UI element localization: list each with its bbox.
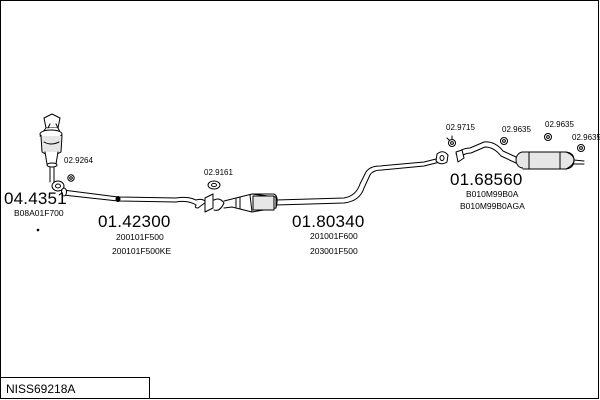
code-center-pipe-2: 203001F500 bbox=[310, 246, 358, 256]
gasket-02-9264-part bbox=[67, 174, 75, 182]
part-number-catalyst: 04.4351 bbox=[4, 189, 67, 208]
hanger-02-9635-c-part bbox=[577, 144, 585, 152]
reference-id-box: NISS69218A bbox=[0, 377, 150, 399]
clamp-02-9161-part bbox=[207, 180, 221, 190]
hanger-02-9635-a-part bbox=[500, 137, 508, 145]
code-front-pipe-2: 200101F500KE bbox=[112, 246, 172, 256]
flange-gasket-part bbox=[204, 193, 225, 213]
rear-silencer bbox=[455, 141, 585, 170]
code-front-pipe-1: 200101F500 bbox=[116, 232, 164, 242]
hardware-label-02-9161: 02.9161 bbox=[204, 168, 233, 177]
hanger-02-9715-part bbox=[446, 135, 456, 147]
marker-dot bbox=[36, 228, 40, 232]
center-pipe bbox=[223, 157, 441, 212]
catalytic-converter bbox=[39, 113, 65, 192]
hanger-02-9635-b-part bbox=[544, 133, 552, 141]
code-catalyst-1: B08A01F700 bbox=[14, 208, 64, 218]
reference-id: NISS69218A bbox=[6, 382, 76, 396]
hardware-label-02-9635-a: 02.9635 bbox=[502, 125, 531, 134]
code-rear-silencer-2: B010M99B0AGA bbox=[460, 201, 525, 211]
part-number-center-pipe: 01.80340 bbox=[292, 212, 365, 231]
hardware-label-02-9635-b: 02.9635 bbox=[545, 120, 574, 129]
code-center-pipe-1: 201001F600 bbox=[310, 231, 358, 241]
hardware-label-02-9715: 02.9715 bbox=[446, 123, 475, 132]
front-pipe bbox=[61, 187, 207, 209]
rear-flange-part bbox=[435, 151, 449, 165]
hardware-label-02-9264: 02.9264 bbox=[64, 156, 93, 165]
part-number-rear-silencer: 01.68560 bbox=[450, 170, 523, 189]
part-number-front-pipe: 01.42300 bbox=[98, 212, 171, 231]
code-rear-silencer-1: B010M99B0A bbox=[466, 189, 519, 199]
hardware-label-02-9635-c: 02.9635 bbox=[572, 133, 600, 142]
